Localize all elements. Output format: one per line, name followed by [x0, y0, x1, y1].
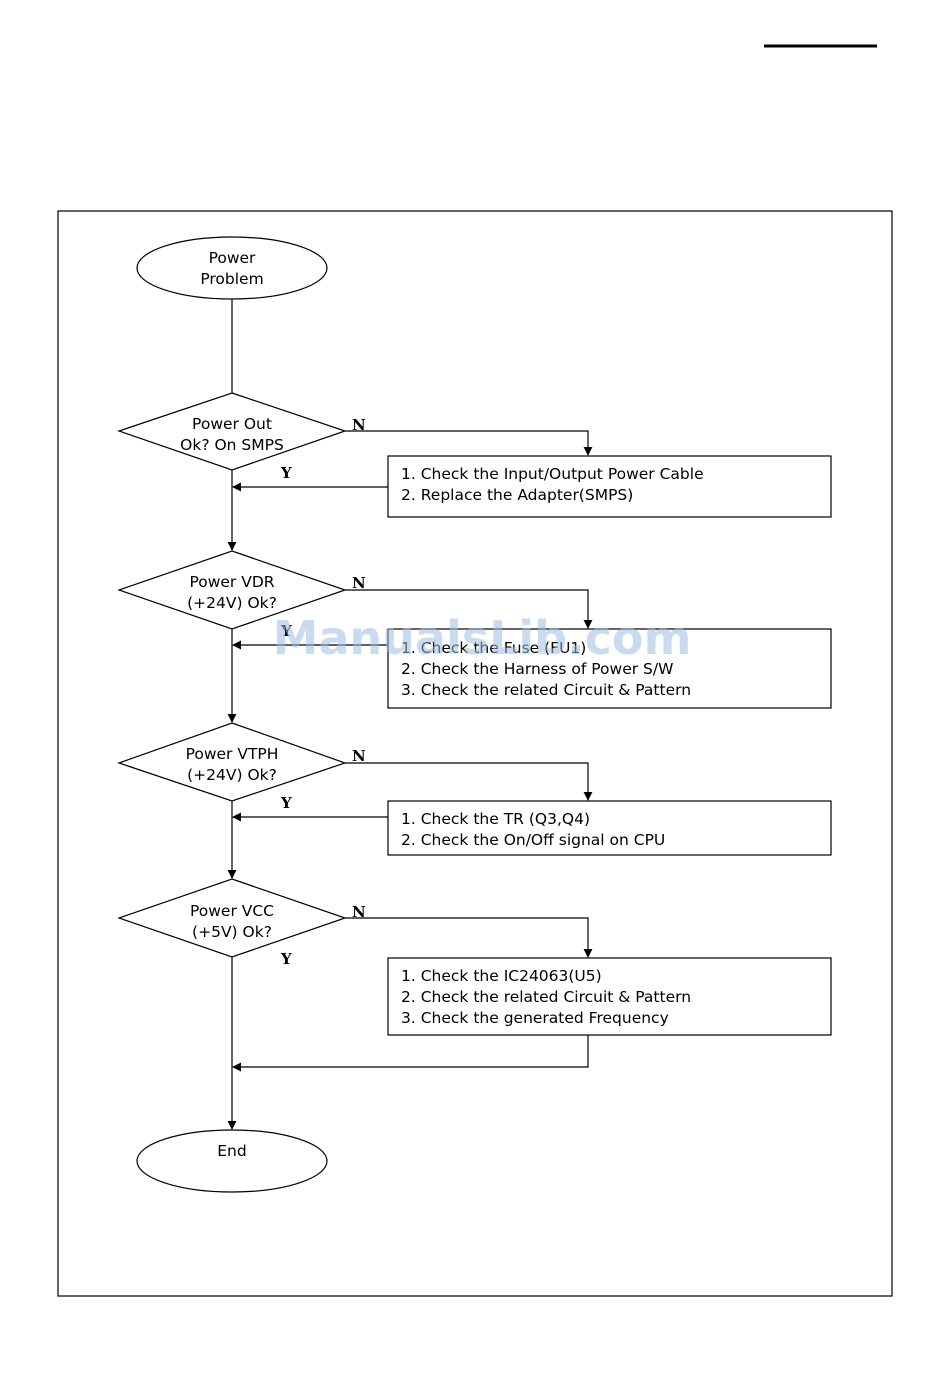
label-smps-no: N [352, 416, 366, 434]
edge-smps-no [345, 430, 593, 456]
label-vdr-yes: Y [280, 622, 292, 640]
diagram-frame [57, 210, 893, 1297]
label-vtph-yes: Y [280, 794, 292, 812]
decision-power-vdr: Power VDR (+24V) Ok? [117, 550, 347, 630]
label-smps-yes: Y [280, 464, 292, 482]
decision-smps-line-1: Power Out [192, 415, 272, 433]
action-vtph-line-1: 1. Check the TR (Q3,Q4) [401, 810, 590, 828]
decision-vtph-line-1: Power VTPH [186, 745, 279, 763]
action-vdr: 1. Check the Fuse (FU1) 2. Check the Har… [387, 628, 832, 709]
edge-vtph-no [345, 762, 593, 801]
node-start: Power Problem [136, 236, 328, 300]
edge-vcc-no [345, 917, 593, 958]
action-smps-line-2: 2. Replace the Adapter(SMPS) [401, 486, 633, 504]
watermark: ManualsLib.com [273, 611, 692, 665]
decision-vcc-line-1: Power VCC [190, 902, 274, 920]
decision-power-vtph: Power VTPH (+24V) Ok? [117, 722, 347, 802]
node-end-line-1: End [217, 1142, 246, 1160]
action-vdr-line-1: 1. Check the Fuse (FU1) [401, 639, 586, 657]
action-vcc-line-3: 3. Check the generated Frequency [401, 1009, 669, 1027]
decision-vtph-line-2: (+24V) Ok? [187, 766, 277, 784]
label-vcc-no: N [352, 903, 366, 921]
decision-power-vcc: Power VCC (+5V) Ok? [117, 878, 347, 958]
edge-vcc-action-return [232, 1035, 589, 1072]
decision-vdr-line-1: Power VDR [189, 573, 274, 591]
decision-smps-line-2: Ok? On SMPS [180, 436, 284, 454]
action-vdr-line-3: 3. Check the related Circuit & Pattern [401, 681, 691, 699]
action-vcc-line-2: 2. Check the related Circuit & Pattern [401, 988, 691, 1006]
node-start-line-2: Problem [200, 270, 263, 288]
label-vcc-yes: Y [280, 950, 292, 968]
action-vdr-line-2: 2. Check the Harness of Power S/W [401, 660, 673, 678]
label-vdr-no: N [352, 574, 366, 592]
decision-vcc-line-2: (+5V) Ok? [192, 923, 272, 941]
node-end: End [136, 1129, 328, 1193]
connectors [227, 299, 593, 1130]
action-vcc-line-1: 1. Check the IC24063(U5) [401, 967, 602, 985]
edge-labels: N Y N Y N Y N Y [280, 416, 366, 968]
action-vtph-line-2: 2. Check the On/Off signal on CPU [401, 831, 665, 849]
action-vtph: 1. Check the TR (Q3,Q4) 2. Check the On/… [387, 800, 832, 856]
action-smps: 1. Check the Input/Output Power Cable 2.… [387, 455, 832, 518]
action-smps-line-1: 1. Check the Input/Output Power Cable [401, 465, 704, 483]
edge-vdr-no [345, 589, 593, 629]
label-vtph-no: N [352, 747, 366, 765]
decision-vdr-line-2: (+24V) Ok? [187, 594, 277, 612]
decision-power-out-smps: Power Out Ok? On SMPS [117, 392, 347, 471]
node-start-line-1: Power [209, 249, 256, 267]
action-vcc: 1. Check the IC24063(U5) 2. Check the re… [387, 957, 832, 1036]
